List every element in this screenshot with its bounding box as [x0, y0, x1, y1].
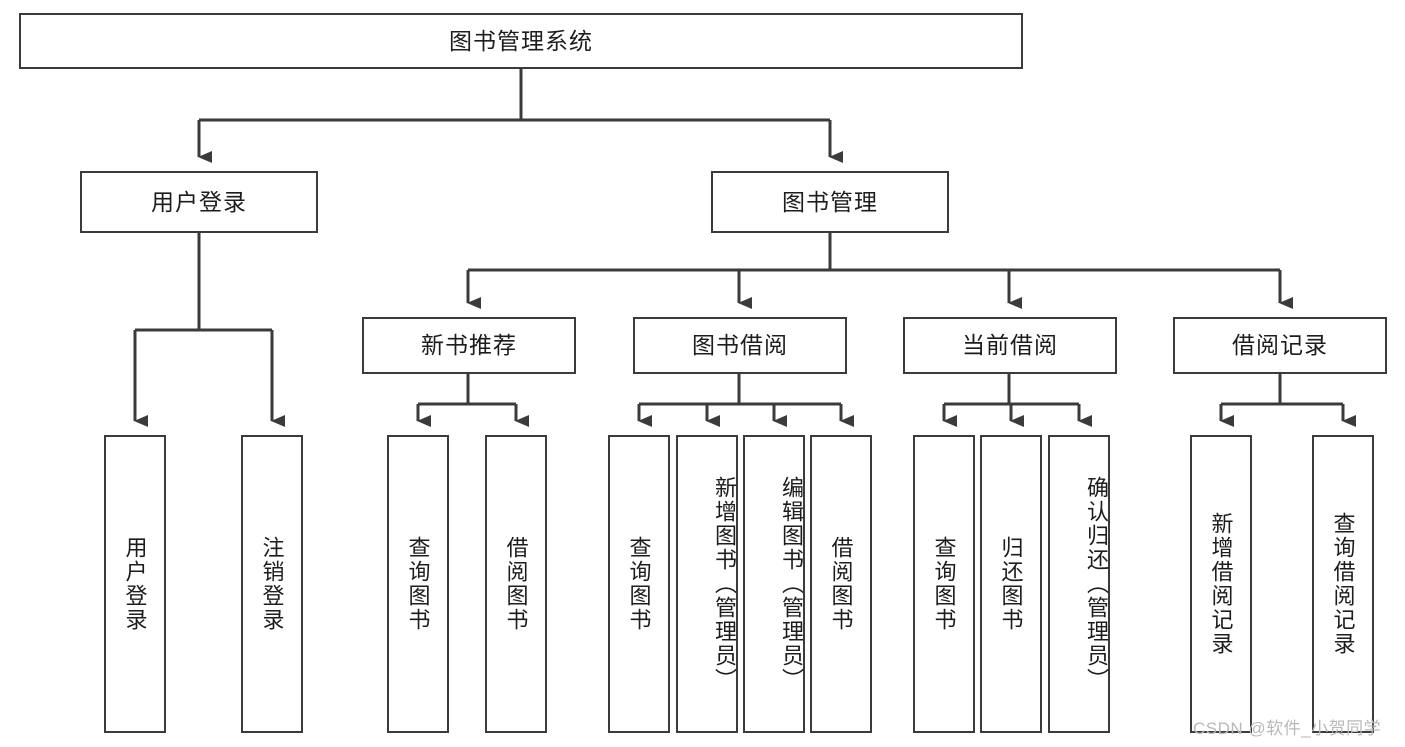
node-label: 新增图书（管理员）	[712, 476, 737, 692]
node-leaf-query-borrow-record[interactable]: 查询借阅记录	[1312, 435, 1374, 733]
node-label: 归还图书	[998, 536, 1024, 632]
node-label: 查询图书	[626, 536, 652, 632]
node-label: 借阅图书	[503, 536, 529, 632]
node-label: 新书推荐	[421, 332, 517, 359]
node-user-login[interactable]: 用户登录	[80, 171, 318, 233]
watermark-text: CSDN @软件_小贺同学	[1193, 719, 1382, 738]
node-label: 图书管理系统	[449, 27, 593, 54]
node-leaf-add-borrow-record[interactable]: 新增借阅记录	[1190, 435, 1252, 733]
node-label: 查询图书	[931, 536, 957, 632]
node-label: 查询借阅记录	[1330, 512, 1356, 656]
node-label: 图书借阅	[692, 332, 788, 359]
node-label: 借阅记录	[1232, 332, 1328, 359]
node-label: 注销登录	[259, 536, 285, 632]
node-leaf-query-book-borrow[interactable]: 查询图书	[608, 435, 670, 733]
node-leaf-edit-book-admin[interactable]: 编辑图书（管理员）	[743, 435, 805, 733]
node-leaf-return-book[interactable]: 归还图书	[980, 435, 1042, 733]
node-book-management[interactable]: 图书管理	[711, 171, 949, 233]
node-borrow-record[interactable]: 借阅记录	[1173, 317, 1387, 374]
node-label: 确认归还（管理员）	[1084, 476, 1109, 692]
node-current-borrow[interactable]: 当前借阅	[903, 317, 1117, 374]
node-label: 当前借阅	[962, 332, 1058, 359]
node-root-book-management-system[interactable]: 图书管理系统	[19, 13, 1023, 69]
node-leaf-query-book-current[interactable]: 查询图书	[913, 435, 975, 733]
node-leaf-confirm-return-admin[interactable]: 确认归还（管理员）	[1048, 435, 1110, 733]
node-leaf-logout[interactable]: 注销登录	[241, 435, 303, 733]
node-leaf-borrow-book[interactable]: 借阅图书	[810, 435, 872, 733]
node-label: 新增借阅记录	[1208, 512, 1234, 656]
node-label: 用户登录	[151, 188, 247, 215]
node-new-book-recommend[interactable]: 新书推荐	[362, 317, 576, 374]
node-leaf-query-book-recommend[interactable]: 查询图书	[387, 435, 449, 733]
node-book-borrow[interactable]: 图书借阅	[633, 317, 847, 374]
node-label: 图书管理	[782, 188, 878, 215]
node-leaf-borrow-book-recommend[interactable]: 借阅图书	[485, 435, 547, 733]
node-label: 查询图书	[405, 536, 431, 632]
node-leaf-add-book-admin[interactable]: 新增图书（管理员）	[676, 435, 738, 733]
node-label: 编辑图书（管理员）	[779, 476, 804, 692]
node-label: 用户登录	[122, 536, 148, 632]
node-label: 借阅图书	[828, 536, 854, 632]
node-leaf-user-login[interactable]: 用户登录	[104, 435, 166, 733]
